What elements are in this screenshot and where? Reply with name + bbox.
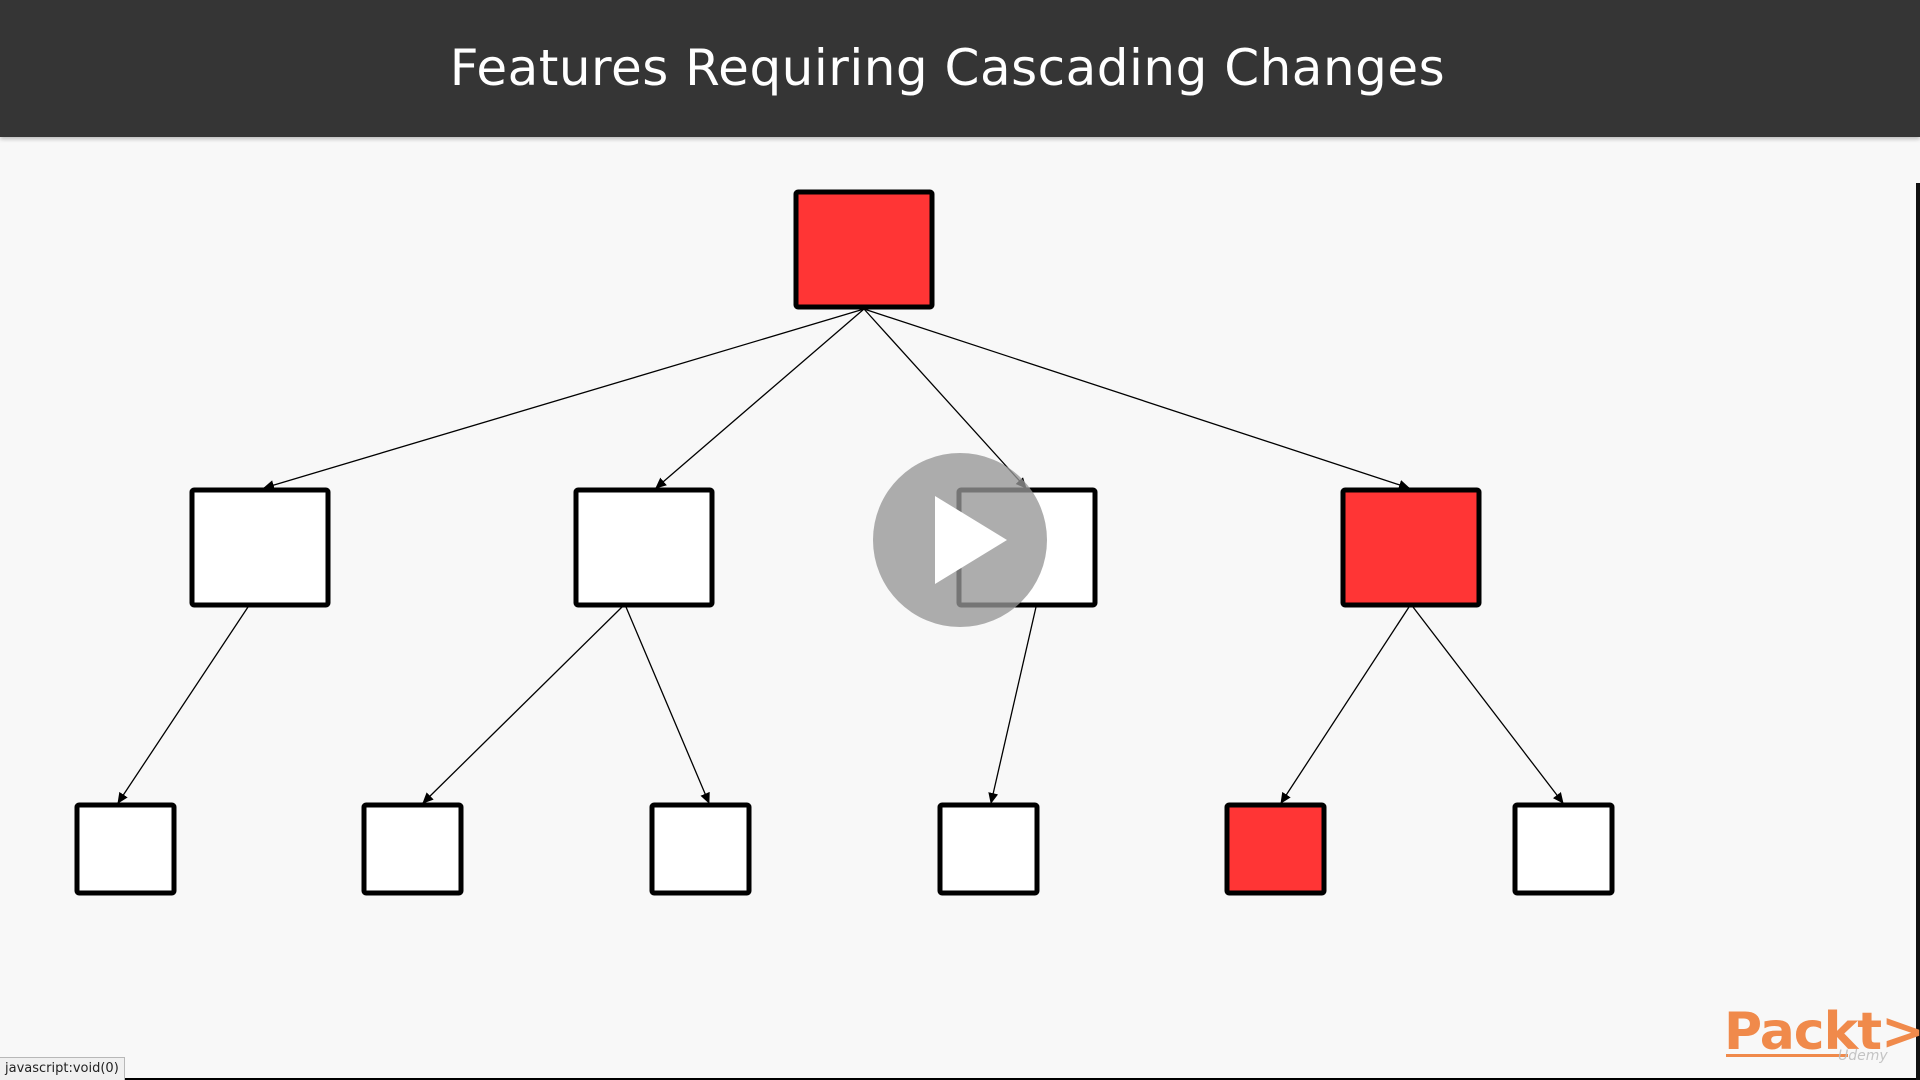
edge-arrow-l1-b-to-l2-b <box>422 606 623 804</box>
edge-arrow-l1-d-to-l2-f <box>1412 606 1564 804</box>
packt-logo-underline <box>1726 1054 1848 1057</box>
edge-arrow-l1-c-to-l2-d <box>988 606 1037 804</box>
node-l2-f <box>1512 802 1615 896</box>
node-l2-a <box>74 802 177 896</box>
edge-arrow-l1-a-to-l2-a <box>117 606 249 804</box>
play-button[interactable] <box>873 453 1047 627</box>
slide-title: Features Requiring Cascading Changes <box>449 39 1446 97</box>
nodes <box>74 189 1615 896</box>
packt-logo: Packt> <box>1724 1002 1920 1062</box>
node-l2-d <box>937 802 1040 896</box>
node-l1-a <box>189 487 331 608</box>
edge-arrow-l1-d-to-l2-e <box>1280 606 1410 804</box>
edge-arrow-root-to-l1-d <box>863 308 1410 490</box>
title-bar: Features Requiring Cascading Changes <box>0 0 1920 137</box>
play-icon <box>935 496 1007 584</box>
changed-node-root <box>793 189 935 310</box>
node-l2-c <box>649 802 752 896</box>
edge-arrow-root-to-l1-b <box>655 308 865 489</box>
edge-arrow-root-to-l1-a <box>263 308 865 490</box>
changed-node-l1-d <box>1340 487 1482 608</box>
status-bar-url: javascript:void(0) <box>0 1057 125 1080</box>
udemy-watermark: Udemy <box>1838 1048 1888 1064</box>
changed-node-l2-e <box>1224 802 1327 896</box>
edge-arrow-root-to-l1-c <box>863 308 1027 489</box>
edges <box>117 308 1564 804</box>
frame-edge-divider <box>1916 183 1920 1080</box>
node-l1-b <box>573 487 715 608</box>
edge-arrow-l1-b-to-l2-c <box>625 606 710 804</box>
node-l2-b <box>361 802 464 896</box>
